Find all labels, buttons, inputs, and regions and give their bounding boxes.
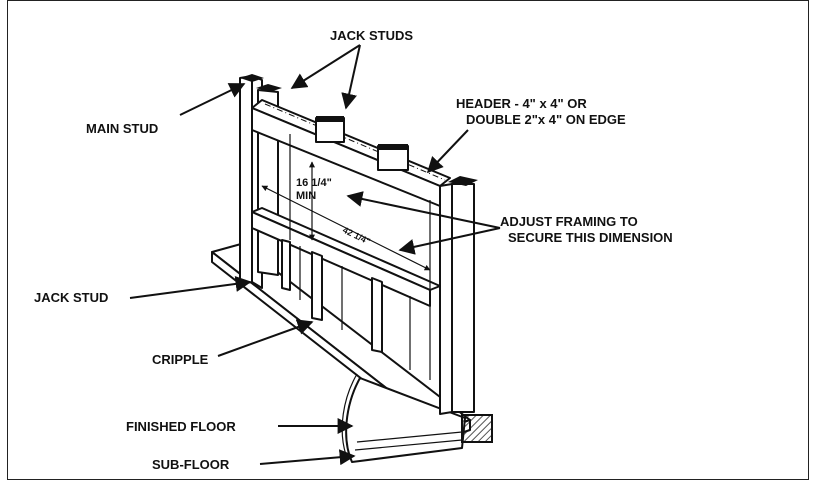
diagram-frame [7,0,809,480]
label-dim-min: MIN [296,190,316,202]
label-adjust-line2: SECURE THIS DIMENSION [508,230,673,245]
label-jack-stud: JACK STUD [34,290,108,305]
label-cripple: CRIPPLE [152,352,209,367]
label-header-line2: DOUBLE 2"x 4" ON EDGE [466,112,626,127]
label-main-stud: MAIN STUD [86,121,158,136]
label-dim-16: 16 1/4" [296,177,332,189]
floor-layers [341,373,493,463]
header-beam [251,99,451,207]
label-header-line1: HEADER - 4" x 4" OR [456,96,587,111]
label-sub-floor: SUB-FLOOR [152,457,230,472]
dimension-marks [261,161,431,271]
label-adjust-line1: ADJUST FRAMING TO [500,214,638,229]
label-jack-studs: JACK STUDS [330,28,413,43]
label-finished-floor: FINISHED FLOOR [126,419,236,434]
header-blocks [315,116,409,171]
main-stud-right [439,176,478,415]
leaders [129,44,501,466]
label-dim-42: 42 1/4" [341,225,372,247]
sill-end-hatch [461,414,493,443]
